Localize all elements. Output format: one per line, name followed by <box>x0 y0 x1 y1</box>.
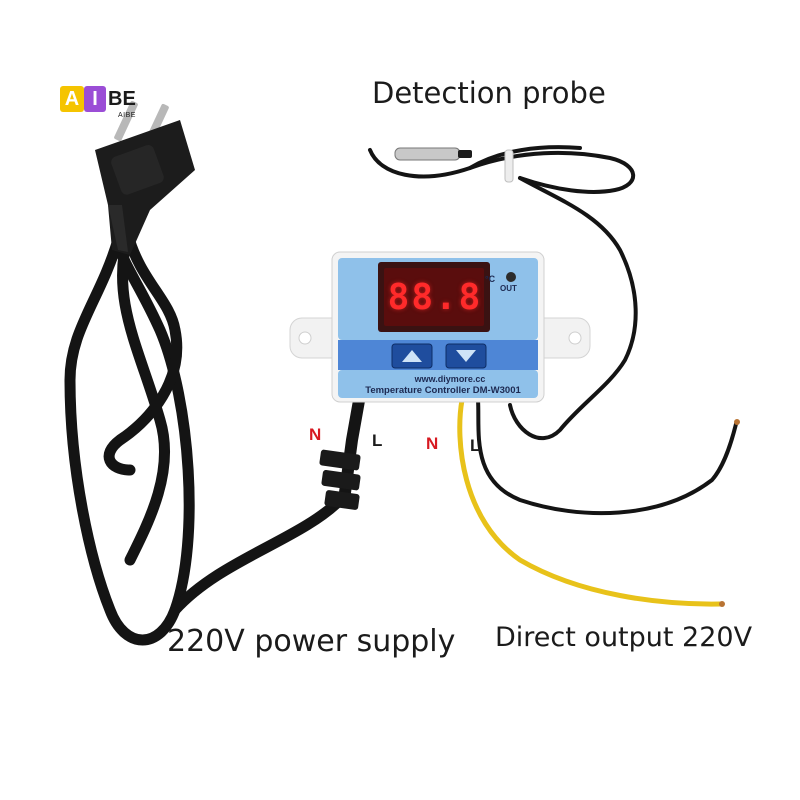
input-live-label: L <box>372 431 383 450</box>
probe-caption: Detection probe <box>372 76 606 110</box>
brand-logo: A I BE AIBE <box>60 80 156 124</box>
temperature-controller <box>289 251 591 403</box>
probe-tip <box>394 147 472 161</box>
temperature-display: 88.8 <box>387 277 483 318</box>
down-arrow-icon[interactable] <box>456 350 476 362</box>
device-model: Temperature Controller DM-W3001 <box>365 385 521 396</box>
direct-output-caption: Direct output 220V <box>495 622 753 653</box>
probe-cable <box>368 145 638 441</box>
logo-mark-a: A <box>60 86 84 112</box>
output-wires <box>457 397 740 607</box>
logo-mark-i: I <box>84 86 106 112</box>
output-live-label: L <box>470 436 481 455</box>
power-cord <box>64 229 346 646</box>
power-supply-caption: 220V power supply <box>167 624 456 659</box>
out-indicator-label: OUT <box>500 284 517 293</box>
device-url: www.diymore.cc <box>414 374 486 384</box>
input-neutral-label: N <box>309 425 322 444</box>
cord-strain-relief <box>319 389 366 510</box>
cable-tie <box>504 149 514 183</box>
up-arrow-icon[interactable] <box>402 350 422 362</box>
power-plug <box>95 100 195 255</box>
logo-mark-be: BE <box>108 88 136 110</box>
logo-subtitle: AIBE <box>118 112 136 119</box>
output-neutral-label: N <box>426 434 439 453</box>
unit-label: °C <box>485 274 496 284</box>
